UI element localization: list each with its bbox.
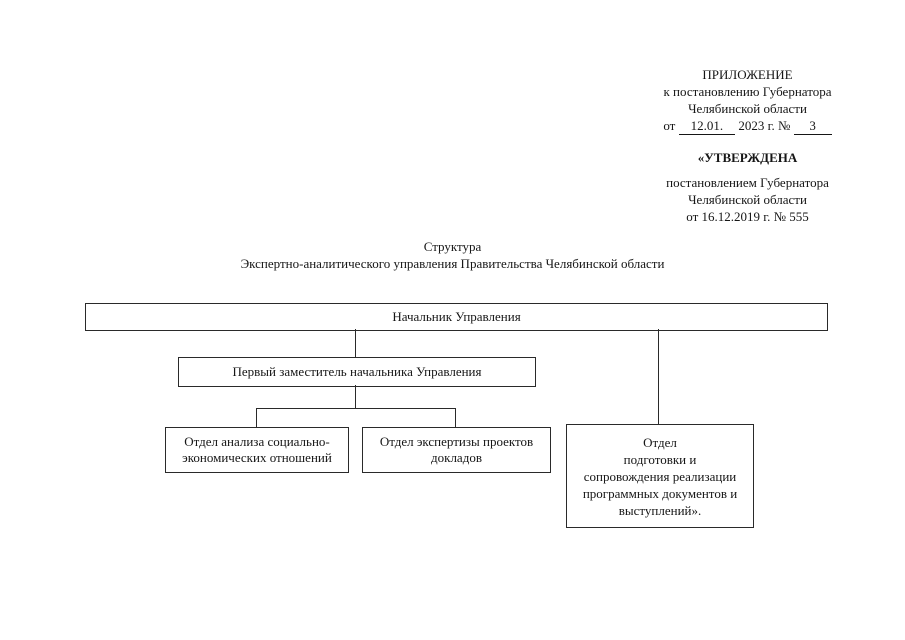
org-box-dept-analysis: Отдел анализа социально- экономических о… bbox=[165, 427, 349, 473]
org-box-head-label: Начальник Управления bbox=[392, 309, 521, 324]
approval-line-2: постановлением Губернатора bbox=[666, 175, 829, 190]
dept-expertise-line: Отдел экспертизы проектов bbox=[379, 434, 534, 449]
appendix-date-prefix: от bbox=[663, 118, 676, 133]
appendix-line-2: к постановлению Губернатора bbox=[663, 84, 832, 99]
appendix-date-blank: 12.01. bbox=[678, 117, 736, 135]
approval-block: «УТВЕРЖДЕНА постановлением Губернатора Ч… bbox=[640, 149, 855, 225]
appendix-number-blank: 3 bbox=[793, 117, 832, 135]
org-box-dept-support: Отдел подготовки и сопровождения реализа… bbox=[566, 424, 754, 528]
connector-split-horizontal bbox=[256, 408, 456, 409]
appendix-number-value: 3 bbox=[809, 118, 816, 133]
dept-support-line: сопровождения реализации bbox=[583, 468, 737, 484]
appendix-line-3: Челябинской области bbox=[688, 101, 807, 116]
dept-analysis-line: экономических отношений bbox=[182, 450, 332, 465]
connector-head-to-deputy bbox=[355, 329, 356, 357]
dept-support-line: подготовки и bbox=[623, 451, 697, 467]
org-box-head-of-department: Начальник Управления bbox=[85, 303, 828, 331]
connector-head-to-dept-support bbox=[658, 329, 659, 424]
appendix-heading: ПРИЛОЖЕНИЕ bbox=[702, 67, 793, 82]
appendix-date-value: 12.01. bbox=[690, 118, 724, 133]
appendix-date-year: 2023 г. № bbox=[738, 118, 791, 133]
title-line-1: Структура bbox=[423, 239, 482, 254]
dept-support-line: программных документов и bbox=[582, 485, 738, 501]
appendix-date-line: от 12.01. 2023 г. № 3 bbox=[640, 117, 855, 135]
org-box-dept-expertise: Отдел экспертизы проектов докладов bbox=[362, 427, 551, 473]
title-line-2: Экспертно-аналитического управления Прав… bbox=[240, 256, 665, 271]
dept-support-line: выступлений». bbox=[618, 502, 702, 518]
approval-heading: «УТВЕРЖДЕНА bbox=[697, 150, 798, 165]
dept-analysis-line: Отдел анализа социально- bbox=[184, 434, 330, 449]
connector-to-dept-expertise bbox=[455, 408, 456, 427]
approval-line-3: Челябинской области bbox=[688, 192, 807, 207]
org-box-first-deputy-label: Первый заместитель начальника Управления bbox=[232, 364, 482, 379]
appendix-block: ПРИЛОЖЕНИЕ к постановлению Губернатора Ч… bbox=[640, 66, 855, 135]
dept-support-line: Отдел bbox=[643, 434, 677, 450]
connector-to-dept-analysis bbox=[256, 408, 257, 427]
connector-deputy-down bbox=[355, 385, 356, 408]
dept-expertise-line: докладов bbox=[431, 450, 482, 465]
document-title: Структура Экспертно-аналитического управ… bbox=[0, 238, 905, 272]
org-box-first-deputy: Первый заместитель начальника Управления bbox=[178, 357, 536, 387]
approval-line-4: от 16.12.2019 г. № 555 bbox=[686, 209, 809, 224]
